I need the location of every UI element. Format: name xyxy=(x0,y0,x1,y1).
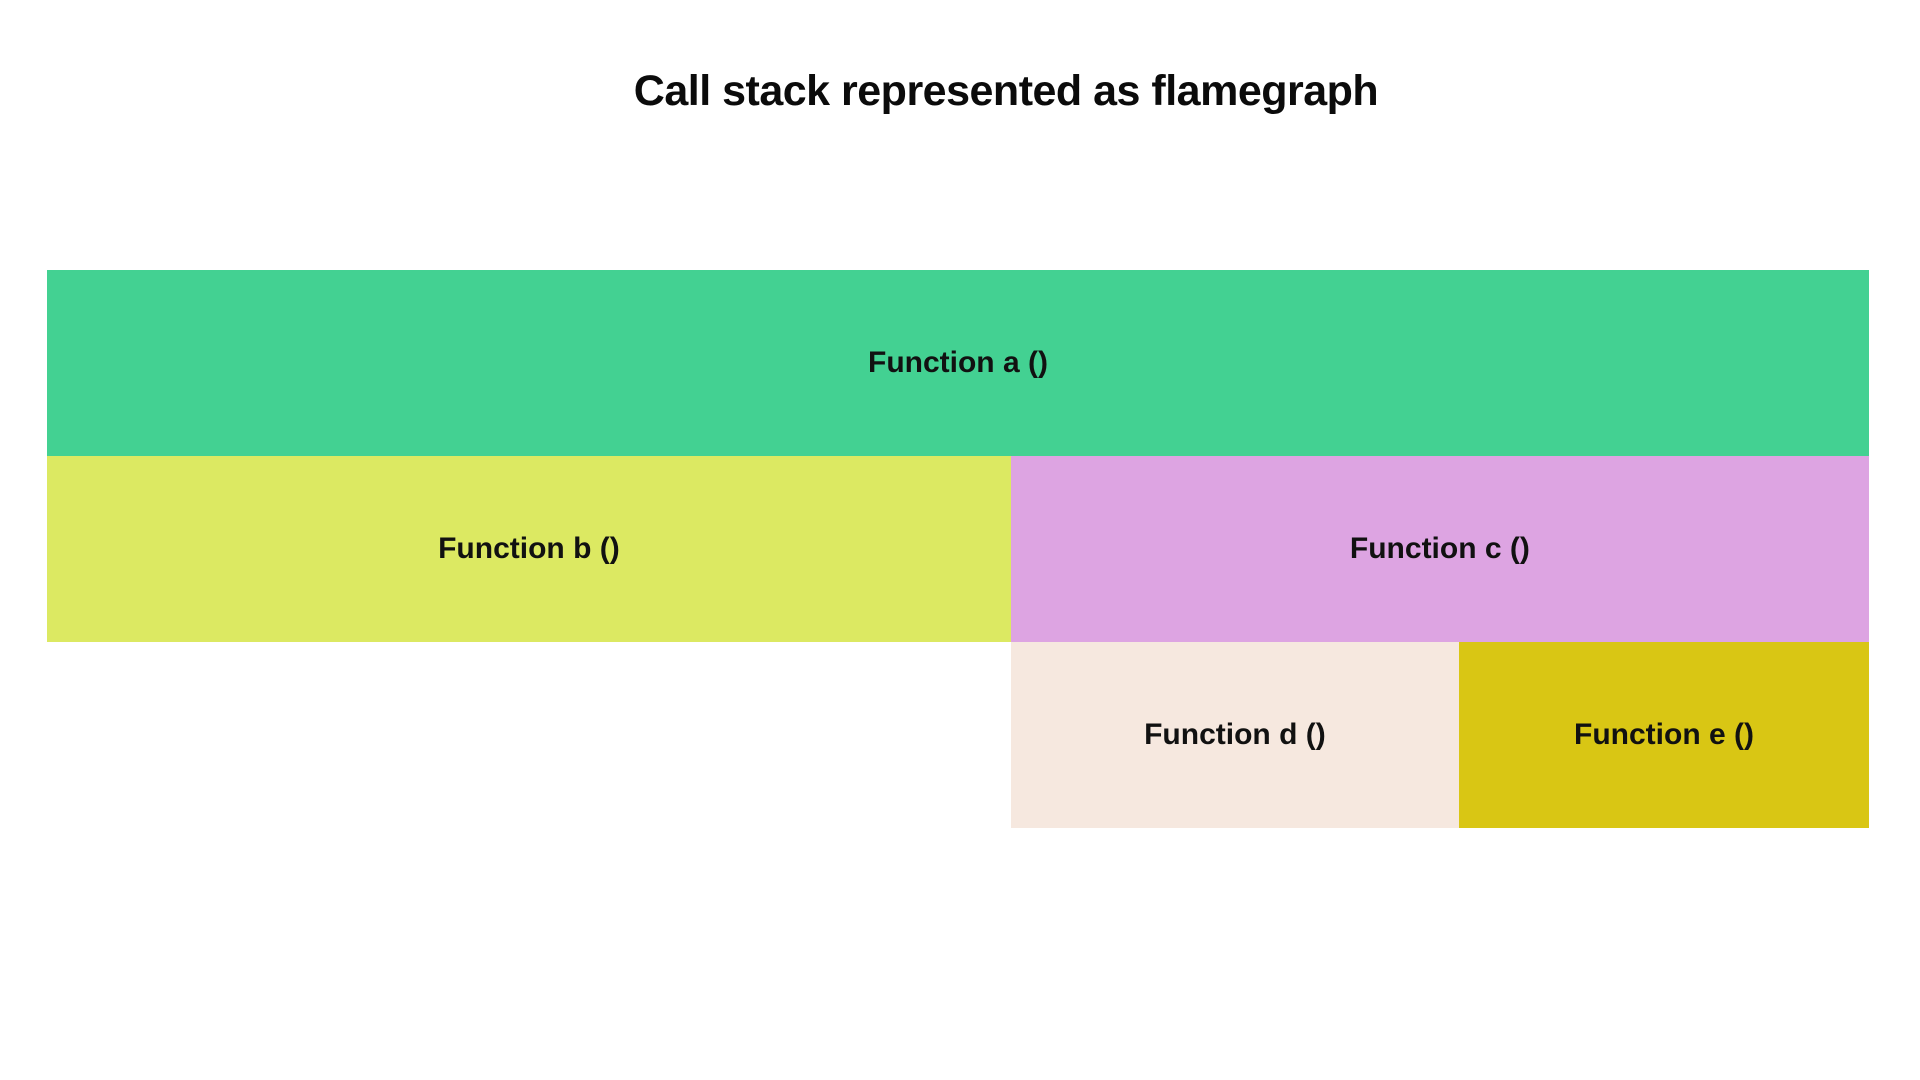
flame-frame-function-a: Function a () xyxy=(47,270,1869,456)
frame-label-function-d: Function d () xyxy=(1144,718,1326,751)
flame-frame-function-e: Function e () xyxy=(1459,642,1869,828)
flamegraph: Function a () Function b () Function c (… xyxy=(47,270,1869,828)
flame-frame-function-b: Function b () xyxy=(47,456,1011,642)
flame-frame-function-d: Function d () xyxy=(1010,642,1460,828)
frame-label-function-a: Function a () xyxy=(868,346,1048,379)
frame-label-function-b: Function b () xyxy=(438,532,620,565)
chart-title: Call stack represented as flamegraph xyxy=(633,67,1379,115)
frame-label-function-c: Function c () xyxy=(1349,532,1530,565)
flame-frame-function-c: Function c () xyxy=(1010,456,1869,642)
frame-label-function-e: Function e () xyxy=(1574,718,1754,751)
